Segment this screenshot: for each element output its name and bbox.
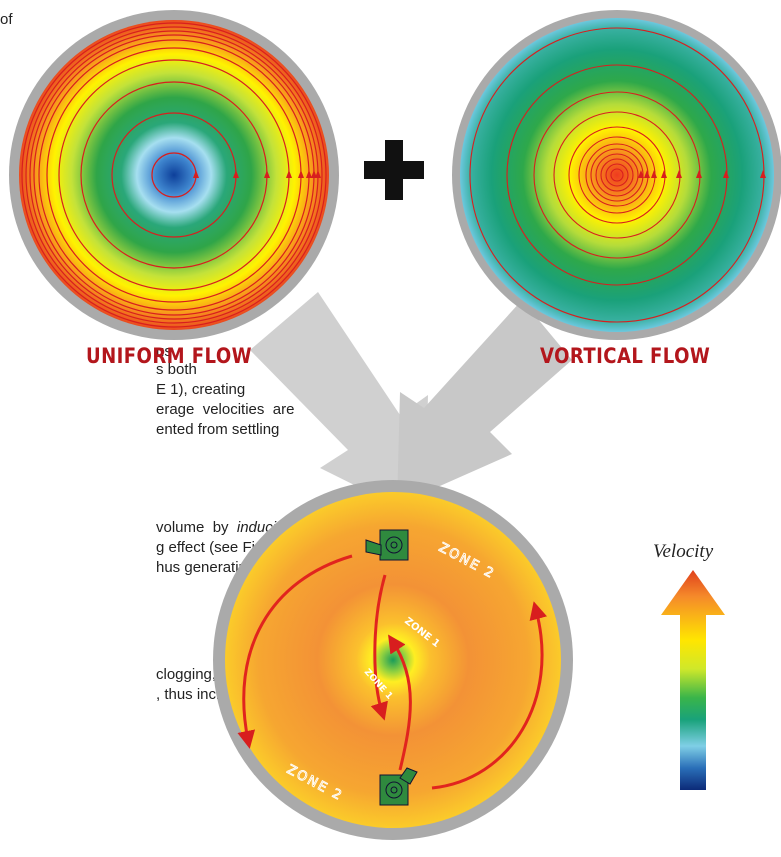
velocity-label: Velocity: [653, 541, 714, 562]
text-fragment-3: s both: [156, 361, 197, 378]
text-fragment-7a: volume by: [156, 519, 237, 536]
outer-arrow-left: [237, 554, 353, 749]
plus-icon: [364, 140, 424, 200]
text-fragment-4: E 1), creating: [156, 381, 246, 398]
outer-arrow-right: [431, 601, 548, 790]
text-fragment-5: erage velocities are: [156, 401, 295, 418]
uniform-flow-circle: [9, 10, 339, 340]
inner-arrow-down: [370, 574, 388, 721]
right-big-arrow: [397, 300, 572, 505]
inner-arrow-up: [388, 634, 412, 771]
uniform-flow-label: UNIFORM FLOW: [86, 344, 252, 368]
nozzle-icon: [365, 529, 409, 561]
text-fragment-1: of: [0, 11, 13, 28]
nozzle-icon: [379, 767, 418, 806]
left-big-arrow: [250, 292, 428, 520]
text-fragment-2: us: [156, 343, 172, 360]
vortical-flow-circle: [452, 10, 781, 340]
text-fragment-6: ented from settling: [156, 421, 280, 438]
up-arrow-icon: [661, 570, 725, 790]
vortical-flow-label: VORTICAL FLOW: [540, 344, 711, 368]
velocity-scale: [661, 570, 725, 790]
combined-flow-circle: ZONE 2 ZONE 1 ZONE 1 ZONE 2: [213, 480, 573, 840]
